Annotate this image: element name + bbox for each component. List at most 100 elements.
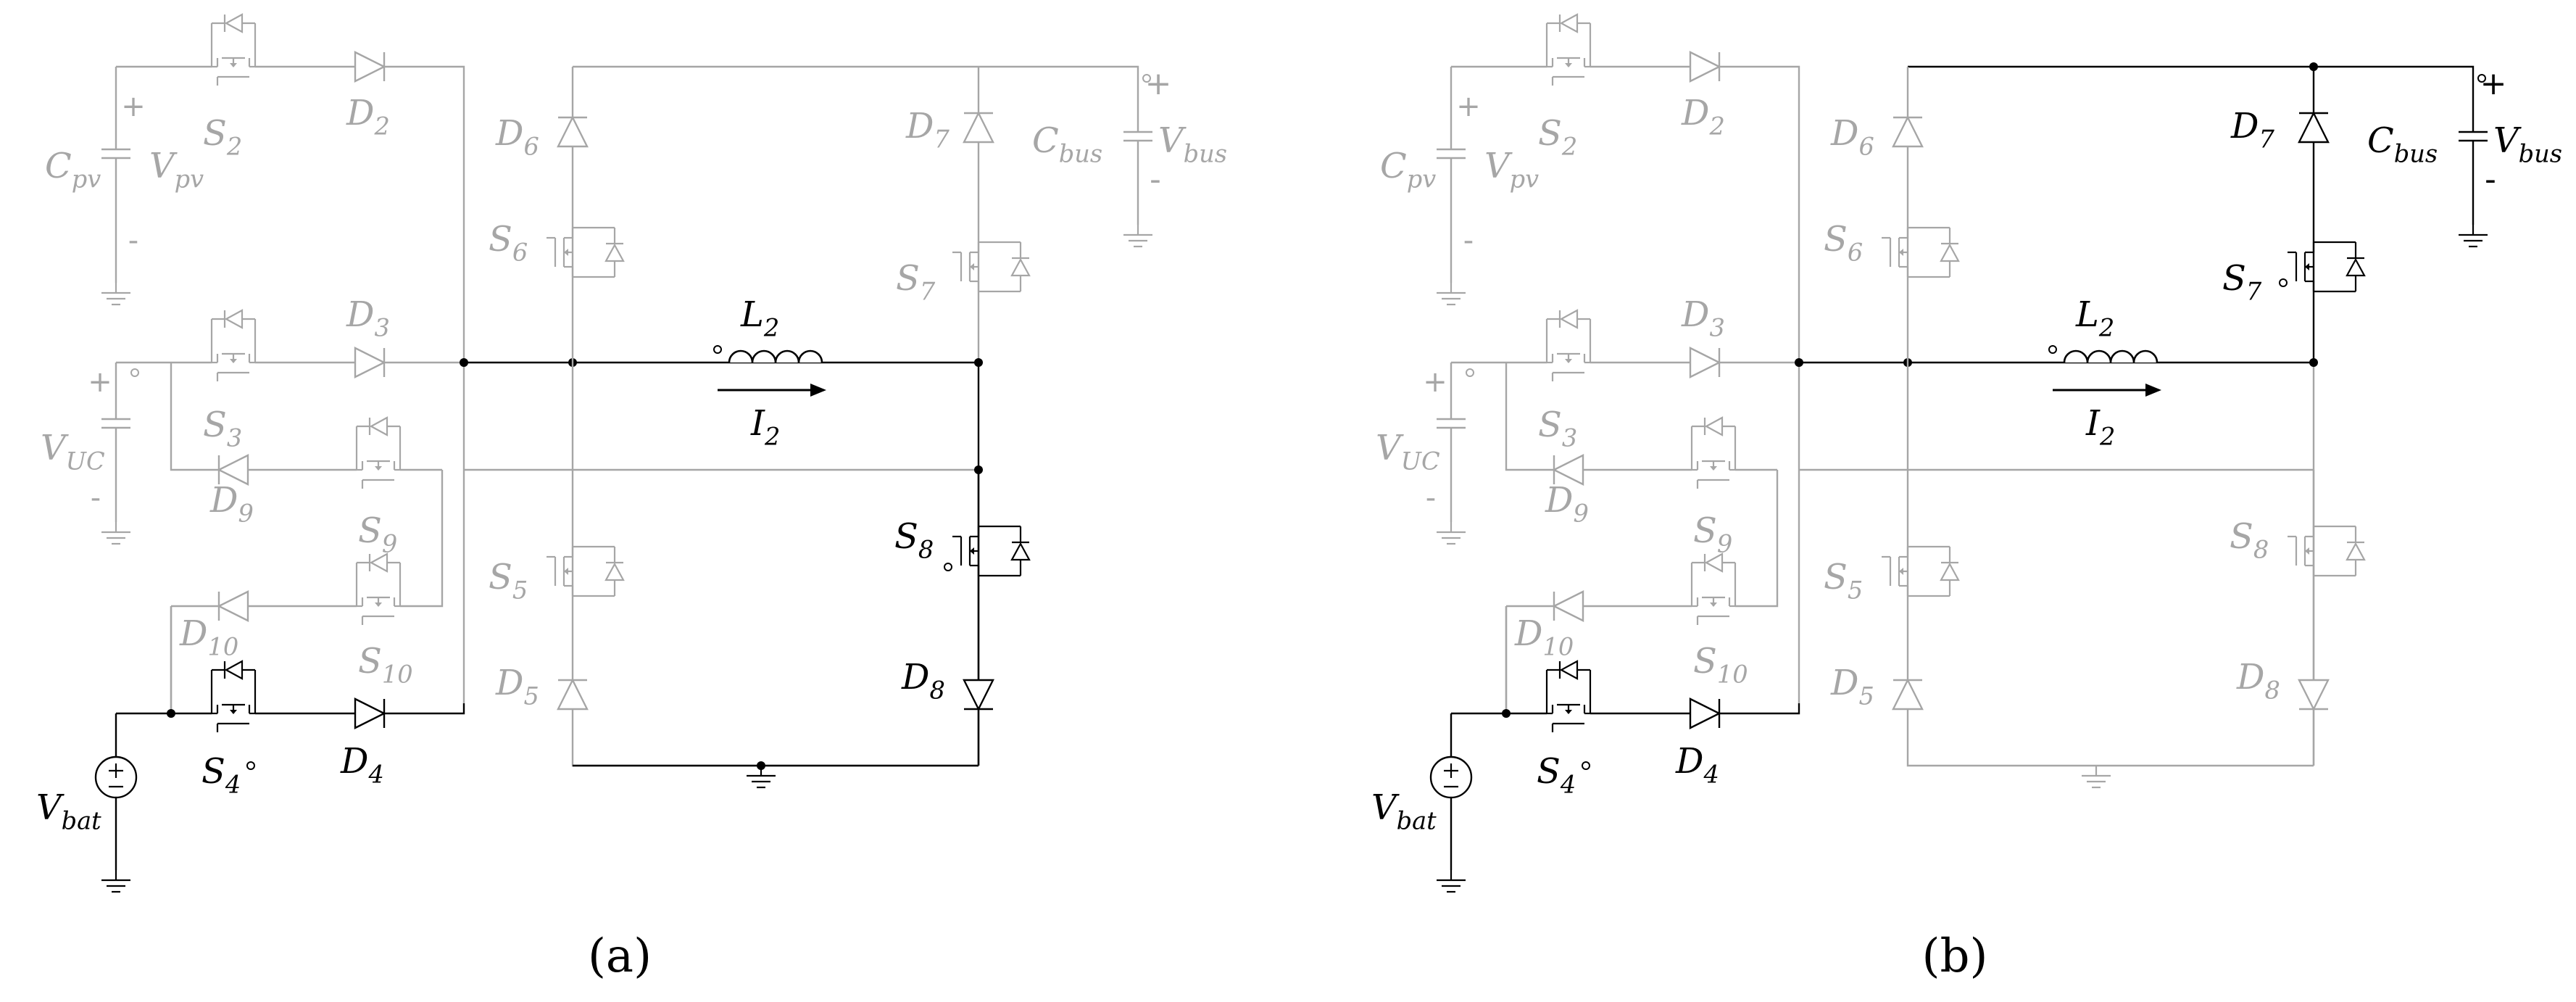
label-s10: S10 — [1693, 641, 1748, 688]
label-s7: S7 — [896, 258, 936, 305]
mosfet-icon — [1690, 416, 1737, 489]
terminal-node — [1142, 74, 1151, 83]
label-l2: L2 — [740, 294, 779, 341]
terminal-node — [246, 761, 255, 770]
label-main: S — [1693, 510, 1717, 551]
label-d7: D7 — [905, 106, 950, 153]
label-main: S — [1538, 113, 1562, 154]
minus-sign: - — [91, 481, 101, 515]
label-main: C — [45, 146, 72, 186]
mosfet-icon — [210, 309, 257, 381]
ground-icon — [101, 870, 130, 893]
label-main: D — [346, 294, 374, 335]
label-main: I — [2085, 403, 2101, 444]
label-main: S — [1538, 405, 1562, 445]
label-d10: D10 — [1514, 613, 1574, 661]
junction-dot — [1795, 358, 1803, 367]
label-l2: L2 — [2075, 294, 2114, 341]
label-subscript: 5 — [523, 682, 539, 710]
label-main: V — [1484, 146, 1513, 186]
label-d9: D9 — [1545, 480, 1589, 527]
terminal-node — [130, 368, 139, 377]
mosfet-icon — [1882, 226, 1960, 278]
junction-dot — [974, 358, 983, 367]
label-subscript: bus — [2394, 139, 2438, 167]
junction-dot — [974, 465, 983, 474]
label-subscript: 2 — [1708, 112, 1724, 140]
label-d8: D8 — [901, 657, 945, 704]
mosfet-icon — [2279, 241, 2366, 293]
label-main: D — [905, 106, 934, 146]
label-i2: I2 — [2085, 403, 2115, 450]
diode-icon — [1689, 697, 1721, 729]
label-main: L — [740, 294, 764, 335]
voltage-source-icon — [94, 755, 138, 799]
label-main: D — [2230, 106, 2259, 146]
label-subscript: 5 — [1848, 576, 1863, 604]
label-subscript: pv — [72, 165, 101, 193]
label-vuc: VUC — [1376, 428, 1440, 475]
wire — [170, 363, 442, 471]
label-cpv: Cpv — [45, 146, 101, 193]
mosfet-icon — [1690, 552, 1737, 625]
terminal-node — [1466, 368, 1474, 377]
label-main: S — [1824, 219, 1848, 260]
label-main: C — [2367, 120, 2394, 161]
mosfet-icon — [944, 525, 1031, 577]
diode-icon — [1552, 454, 1584, 486]
label-subscript: 9 — [1717, 529, 1732, 558]
label-d2: D2 — [346, 93, 390, 140]
label-main: L — [2075, 294, 2099, 335]
label-main: S — [358, 641, 382, 682]
wire — [1505, 363, 1777, 471]
label-subscript: bus — [1059, 139, 1102, 167]
panel-label-a: (a) — [588, 929, 652, 983]
wire — [979, 65, 1139, 132]
minus-sign: - — [128, 224, 138, 257]
label-main: S — [201, 751, 225, 792]
label-main: D — [179, 613, 207, 654]
mosfet-icon — [547, 226, 625, 278]
label-subscript: 3 — [1562, 423, 1577, 452]
label-main: I — [750, 403, 765, 444]
label-d6: D6 — [1830, 113, 1874, 160]
label-subscript: 4 — [1560, 770, 1576, 798]
label-main: D — [1830, 663, 1858, 703]
voltage-source-icon — [1429, 755, 1473, 799]
label-main: D — [209, 480, 238, 521]
label-main: D — [901, 657, 929, 697]
current-arrow-icon — [2053, 384, 2161, 397]
junction-dot — [2309, 358, 2318, 367]
diode-icon — [1892, 678, 1924, 711]
label-main: V — [2493, 120, 2522, 161]
label-subscript: 10 — [382, 660, 413, 688]
label-subscript: 6 — [512, 238, 528, 266]
mosfet-icon — [952, 241, 1031, 293]
label-main: D — [1681, 93, 1709, 133]
minus-sign: - — [1426, 481, 1436, 515]
ground-icon — [2082, 766, 2111, 789]
label-vbat: Vbat — [36, 787, 101, 835]
plus-sign: + — [1423, 365, 1447, 399]
label-main: D — [1830, 113, 1858, 154]
label-s8: S8 — [2230, 516, 2269, 563]
label-subscript: pv — [1510, 165, 1539, 193]
mosfet-icon — [210, 13, 257, 86]
label-main: D — [346, 93, 374, 133]
diode-icon — [963, 679, 994, 711]
mosfet-icon — [1882, 545, 1960, 597]
diode-icon — [354, 347, 386, 378]
junction-dot — [2309, 62, 2318, 71]
label-subscript: 2 — [764, 422, 780, 450]
panel-label-b: (b) — [1922, 929, 1988, 983]
label-d8: D8 — [2236, 657, 2280, 704]
label-subscript: 4 — [1703, 760, 1719, 788]
plus-sign: + — [1456, 90, 1481, 123]
capacitor-icon — [1123, 131, 1152, 142]
junction-dot — [167, 709, 175, 718]
label-subscript: 10 — [1542, 632, 1574, 661]
mosfet-icon — [355, 416, 402, 489]
terminal-node — [2279, 278, 2288, 287]
diode-icon — [217, 454, 249, 486]
label-s3: S3 — [203, 405, 242, 452]
